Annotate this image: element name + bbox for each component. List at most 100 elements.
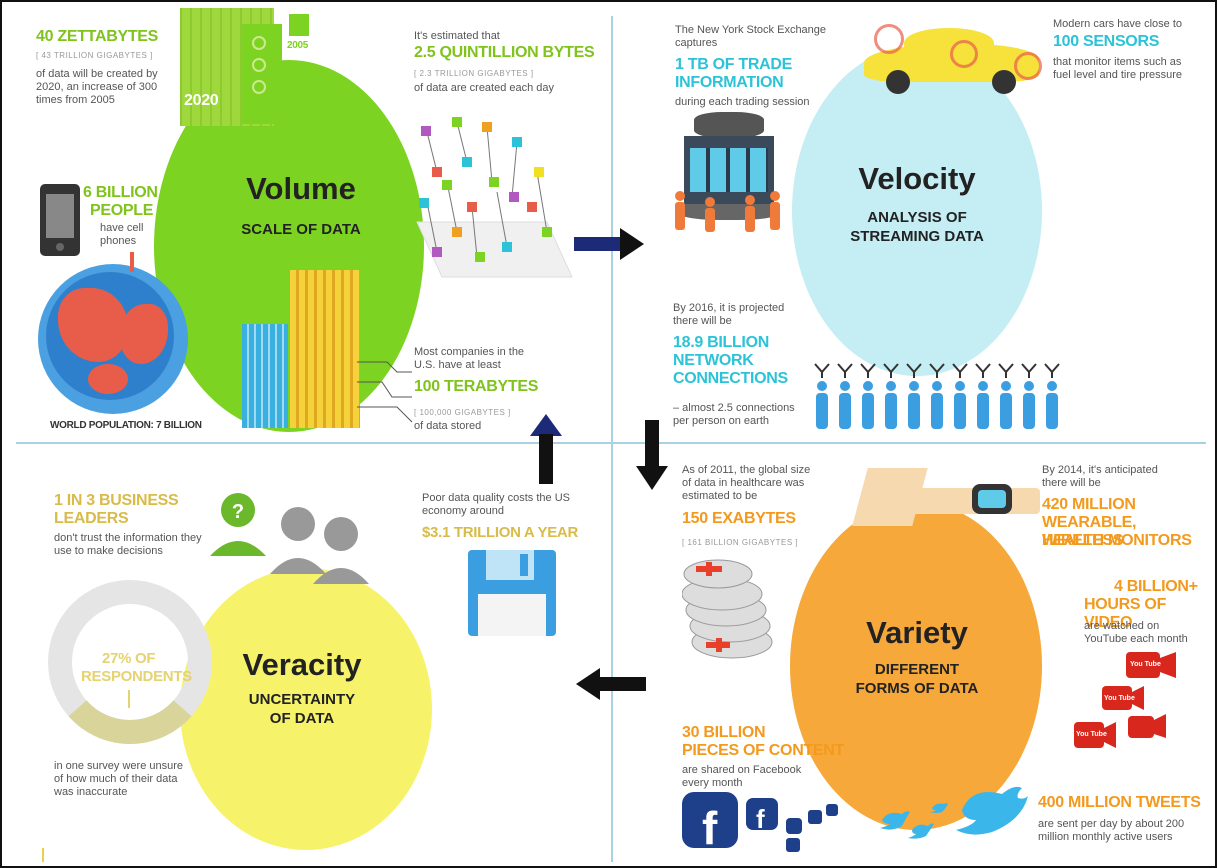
nyse-headline-1: 1 TB OF TRADE <box>675 56 792 73</box>
survey-pointer <box>128 690 130 708</box>
people-headline-2: PEOPLE <box>90 202 154 219</box>
nyse-intro: The New York Stock Exchange captures <box>675 24 827 49</box>
world-population-label: WORLD POPULATION: 7 BILLION <box>50 420 202 431</box>
video-headline-2: HOURS OF VIDEO <box>1084 596 1167 631</box>
arrow-down-icon <box>636 420 668 490</box>
svg-text:?: ? <box>232 501 244 523</box>
volume-title: Volume <box>246 171 356 206</box>
variety-subtitle-2: FORMS OF DATA <box>855 680 979 697</box>
facebook-headline-2: PIECES OF CONTENT <box>682 742 845 759</box>
quintillion-sub: [ 2.3 TRILLION GIGABYTES ] <box>414 69 534 78</box>
wearables-headline-2: WEARABLE, WIRELESS <box>1042 514 1137 549</box>
wearables-headline-1: 420 MILLION <box>1042 496 1136 513</box>
velocity-title-block: Velocity ANALYSIS OF STREAMING DATA <box>822 162 1012 246</box>
cell-phone-icon <box>40 184 80 256</box>
cars-headline: 100 SENSORS <box>1053 33 1160 50</box>
quality-headline: $3.1 TRILLION A YEAR <box>422 524 578 541</box>
2020-chip-panel <box>242 24 282 124</box>
volume-title-block: Volume SCALE OF DATA <box>216 172 386 239</box>
veracity-title-block: Veracity UNCERTAINTY OF DATA <box>212 648 392 728</box>
vertical-divider <box>611 16 613 862</box>
people-text: have cell phones <box>100 222 144 247</box>
variety-circle <box>790 502 1042 830</box>
tweets-headline: 400 MILLION TWEETS <box>1038 794 1201 811</box>
leaders-headline-1: 1 IN 3 BUSINESS <box>54 492 179 509</box>
variety-subtitle-1: DIFFERENT <box>874 661 960 678</box>
velocity-subtitle-1: ANALYSIS OF <box>867 209 967 226</box>
veracity-circle <box>180 568 432 850</box>
velocity-subtitle-2: STREAMING DATA <box>850 228 984 245</box>
leaders-text: don't trust the information they use to … <box>54 532 202 557</box>
facebook-headline-1: 30 BILLION <box>682 724 766 741</box>
traders-people-icon <box>675 191 780 232</box>
survey-headline-1: 27% OF <box>102 650 156 667</box>
globe-pin <box>130 252 134 272</box>
video-text: are watched on YouTube each month <box>1084 620 1188 645</box>
floppy-disk-icon <box>468 550 556 636</box>
network-headline-2: NETWORK <box>673 352 754 369</box>
network-headline-1: 18.9 BILLION <box>673 334 769 351</box>
facebook-icons: f f <box>682 792 838 854</box>
medical-discs-icon <box>682 559 773 659</box>
horizontal-divider <box>16 442 1206 444</box>
healthcare-intro: As of 2011, the global size of data in h… <box>682 464 811 502</box>
healthcare-sub: [ 161 BILLION GIGABYTES ] <box>682 538 799 547</box>
earth-globe <box>38 264 188 414</box>
people-headline-1: 6 BILLION <box>83 184 158 201</box>
video-headline-1: 4 BILLION+ <box>1114 578 1198 595</box>
network-headline-3: CONNECTIONS <box>673 370 788 387</box>
nyse-text: during each trading session <box>675 96 810 108</box>
data-network-graphic <box>416 117 573 278</box>
cars-text: that monitor items such as fuel level an… <box>1053 56 1183 81</box>
arrow-up-icon <box>530 414 562 484</box>
velocity-title: Velocity <box>858 161 976 196</box>
car-icon <box>864 24 1044 94</box>
corner-mark <box>42 848 44 862</box>
youtube-label-1: You Tube <box>1130 661 1161 668</box>
svg-text:f: f <box>702 802 718 854</box>
youtube-label-3: You Tube <box>1076 731 1107 738</box>
youtube-label-2: You Tube <box>1104 695 1135 702</box>
year-2005: 2005 <box>287 40 309 51</box>
arrow-right-icon <box>574 228 644 260</box>
terabytes-headline: 100 TERABYTES <box>414 378 539 395</box>
stock-exchange-icon <box>674 112 784 232</box>
svg-text:f: f <box>756 804 765 834</box>
year-2020: 2020 <box>184 92 219 109</box>
terabytes-intro: Most companies in the U.S. have at least <box>414 346 525 371</box>
survey-text: in one survey were unsure of how much of… <box>54 760 184 798</box>
quality-intro: Poor data quality costs the US economy a… <box>422 492 570 517</box>
building-circuit-lines <box>357 361 413 423</box>
terabytes-text: of data stored <box>414 420 482 432</box>
arrow-left-icon <box>576 668 646 700</box>
variety-title: Variety <box>866 615 968 650</box>
quintillion-headline: 2.5 QUINTILLION BYTES <box>414 44 595 61</box>
leaders-headline-2: LEADERS <box>54 510 129 527</box>
variety-title-block: Variety DIFFERENT FORMS OF DATA <box>822 616 1012 698</box>
wearables-headline-3: HEALTH MONITORS <box>1042 532 1192 549</box>
building-blue <box>242 324 288 428</box>
business-leaders-icon: ? <box>210 493 369 584</box>
healthcare-headline: 150 EXABYTES <box>682 510 796 527</box>
terabytes-sub: [ 100,000 GIGABYTES ] <box>414 408 511 417</box>
facebook-text: are shared on Facebook every month <box>682 764 802 789</box>
twitter-birds-icon <box>880 786 1028 839</box>
tweets-text: are sent per day by about 200 million mo… <box>1038 818 1185 843</box>
veracity-subtitle-2: OF DATA <box>269 710 335 727</box>
veracity-subtitle-1: UNCERTAINTY <box>248 691 356 708</box>
2005-chip <box>289 14 309 36</box>
quintillion-text: of data are created each day <box>414 82 555 94</box>
zettabytes-text: of data will be created by 2020, an incr… <box>36 68 158 106</box>
quintillion-intro: It's estimated that <box>414 30 500 42</box>
connected-people-icon <box>814 363 1060 429</box>
survey-headline-2: RESPONDENTS <box>81 668 192 685</box>
volume-subtitle: SCALE OF DATA <box>241 221 361 238</box>
veracity-title: Veracity <box>242 647 362 682</box>
zettabytes-sub: [ 43 TRILLION GIGABYTES ] <box>36 51 153 60</box>
network-intro: By 2016, it is projected there will be <box>673 302 785 327</box>
zettabytes-headline: 40 ZETTABYTES <box>36 28 159 45</box>
nyse-headline-2: INFORMATION <box>675 74 784 91</box>
wearable-arm-graphic <box>852 468 1040 530</box>
building-yellow <box>290 270 360 428</box>
